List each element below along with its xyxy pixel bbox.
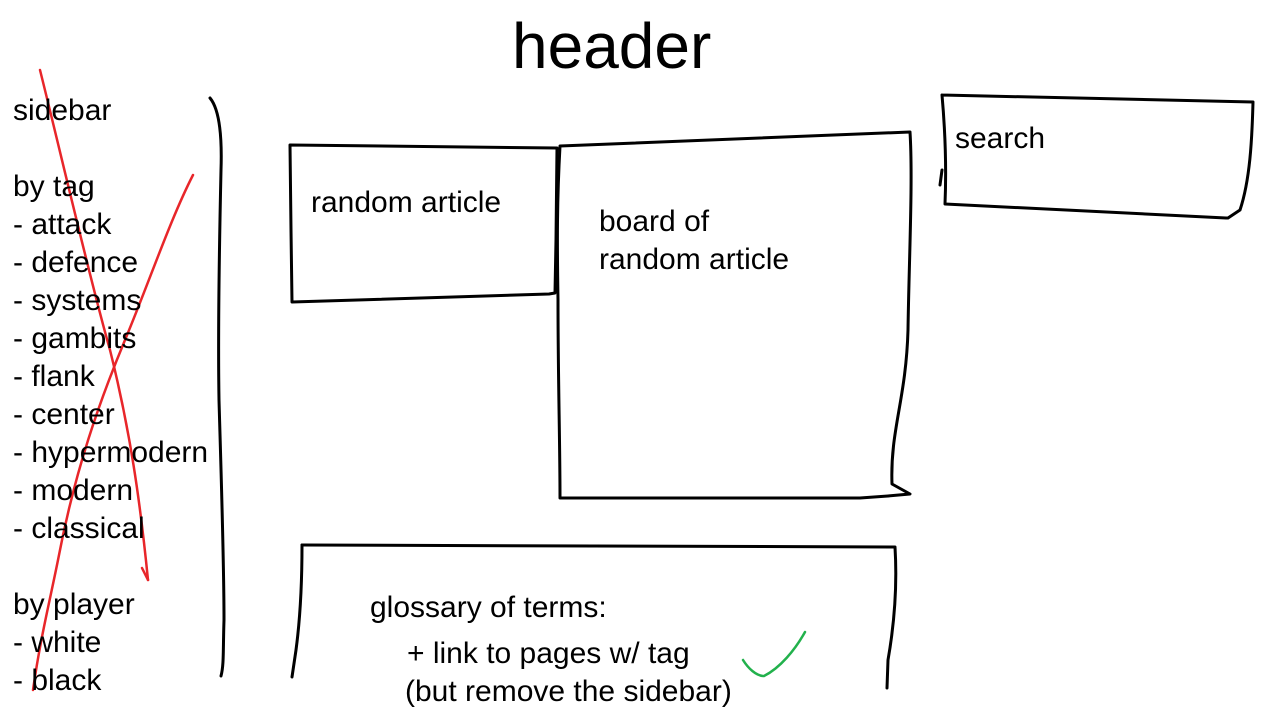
glossary-line2: (but remove the sidebar): [405, 675, 732, 708]
search-box: [940, 93, 1255, 220]
tag-item: - flank: [13, 360, 95, 393]
glossary-title: glossary of terms:: [370, 591, 607, 624]
board-label-line1: board of: [599, 205, 710, 238]
board-box: [555, 130, 913, 500]
tag-item: - modern: [13, 474, 134, 507]
sidebar: sidebar by tag - attack - defence - syst…: [13, 92, 208, 700]
sidebar-divider: [208, 96, 226, 678]
header-title: header: [512, 10, 712, 82]
by-tag-heading: by tag: [13, 170, 95, 203]
random-article-label: random article: [311, 186, 502, 219]
spacer: [13, 548, 208, 586]
search-label: search: [955, 122, 1046, 155]
sidebar-title: sidebar: [13, 94, 112, 127]
green-checkmark: [741, 630, 807, 678]
glossary-line1: + link to pages w/ tag: [407, 637, 690, 670]
tag-item: - center: [13, 398, 115, 431]
tag-item: - hypermodern: [13, 436, 209, 469]
tag-item: - gambits: [13, 322, 137, 355]
tag-item: - defence: [13, 246, 139, 279]
random-article-box: [288, 143, 559, 304]
tag-item: - systems: [13, 284, 142, 317]
board-label-line2: random article: [599, 243, 790, 276]
spacer: [13, 130, 208, 168]
player-item: - black: [13, 664, 102, 697]
by-player-heading: by player: [13, 588, 135, 621]
player-item: - white: [13, 626, 102, 659]
tag-item: - classical: [13, 512, 145, 545]
tag-item: - attack: [13, 208, 112, 241]
